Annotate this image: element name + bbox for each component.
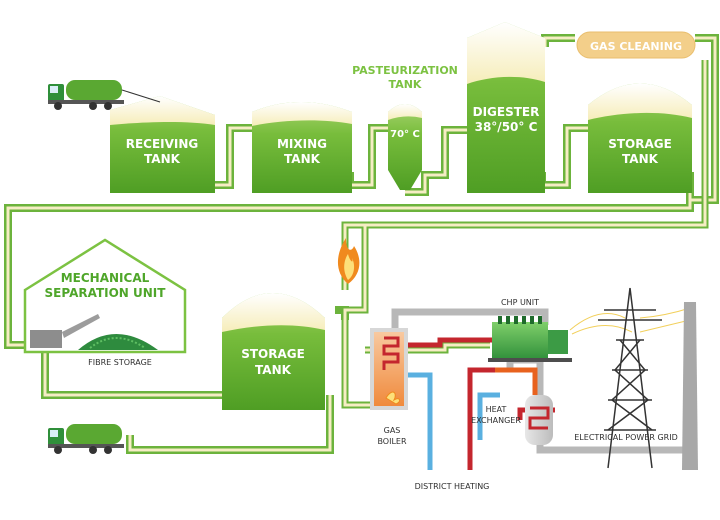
pasteurization-label-2: TANK bbox=[389, 78, 422, 91]
storage-tank-bottom[interactable]: STORAGE TANK bbox=[222, 293, 325, 410]
tanker-truck-icon[interactable] bbox=[48, 424, 124, 454]
storage-top-label-2: TANK bbox=[622, 152, 659, 166]
tanker-truck-icon[interactable] bbox=[48, 80, 124, 110]
gas-cleaning-unit[interactable]: GAS CLEANING bbox=[576, 31, 696, 59]
separator-machine-icon bbox=[30, 314, 100, 348]
chp-engine-icon bbox=[488, 316, 572, 362]
pasteurization-label-1: PASTEURIZATION bbox=[352, 64, 458, 77]
fibre-storage-label: FIBRE STORAGE bbox=[88, 358, 152, 367]
storage-bottom-label-2: TANK bbox=[255, 363, 292, 377]
storage-bottom-label-1: STORAGE bbox=[241, 347, 305, 361]
power-wires bbox=[569, 307, 691, 335]
receiving-tank-label-1: RECEIVING bbox=[126, 137, 199, 151]
mixing-tank-label-1: MIXING bbox=[277, 137, 327, 151]
gas-boiler-label-1: GAS bbox=[384, 426, 401, 435]
digester-label-1: DIGESTER bbox=[473, 105, 540, 119]
heat-exchanger[interactable]: HEAT EXCHANGER bbox=[471, 395, 553, 445]
heat-exchanger-label-1: HEAT bbox=[486, 405, 507, 414]
mixing-tank[interactable]: MIXING TANK bbox=[252, 102, 352, 193]
msu-label-1: MECHANICAL bbox=[61, 271, 150, 285]
storage-top-label-1: STORAGE bbox=[608, 137, 672, 151]
msu-label-2: SEPARATION UNIT bbox=[45, 286, 167, 300]
chp-unit[interactable]: CHP UNIT bbox=[488, 298, 572, 362]
receiving-tank[interactable]: RECEIVING TANK bbox=[110, 96, 215, 193]
power-pylon-icon bbox=[598, 287, 662, 469]
gas-cleaning-label: GAS CLEANING bbox=[590, 40, 682, 53]
process-pipes bbox=[4, 34, 719, 454]
pasteurization-temp: 70° C bbox=[390, 129, 420, 140]
digester-tank[interactable]: DIGESTER 38°/50° C bbox=[467, 22, 545, 193]
flame-icon bbox=[337, 238, 360, 284]
electrical-grid-label: ELECTRICAL POWER GRID bbox=[574, 433, 677, 442]
gas-boiler[interactable]: GAS BOILER bbox=[370, 328, 408, 446]
digester-label-2: 38°/50° C bbox=[475, 120, 538, 134]
storage-tank-top[interactable]: STORAGE TANK bbox=[588, 83, 692, 194]
district-heating-label: DISTRICT HEATING bbox=[415, 482, 490, 491]
fibre-pile-icon bbox=[78, 334, 158, 350]
mechanical-separation-unit[interactable]: MECHANICAL SEPARATION UNIT FIBRE STORAGE bbox=[23, 238, 187, 367]
heating-water-pipes bbox=[405, 337, 555, 470]
receiving-tank-label-2: TANK bbox=[144, 152, 181, 166]
chp-unit-label: CHP UNIT bbox=[501, 298, 539, 307]
heat-exchanger-label-2: EXCHANGER bbox=[471, 416, 521, 425]
gas-boiler-label-2: BOILER bbox=[377, 437, 407, 446]
pasteurization-tank[interactable]: 70° C PASTEURIZATION TANK bbox=[352, 64, 458, 190]
mixing-tank-label-2: TANK bbox=[284, 152, 321, 166]
chimney-icon bbox=[682, 302, 698, 470]
boiler-flame-icon bbox=[385, 391, 401, 405]
delivery-line bbox=[121, 89, 161, 103]
